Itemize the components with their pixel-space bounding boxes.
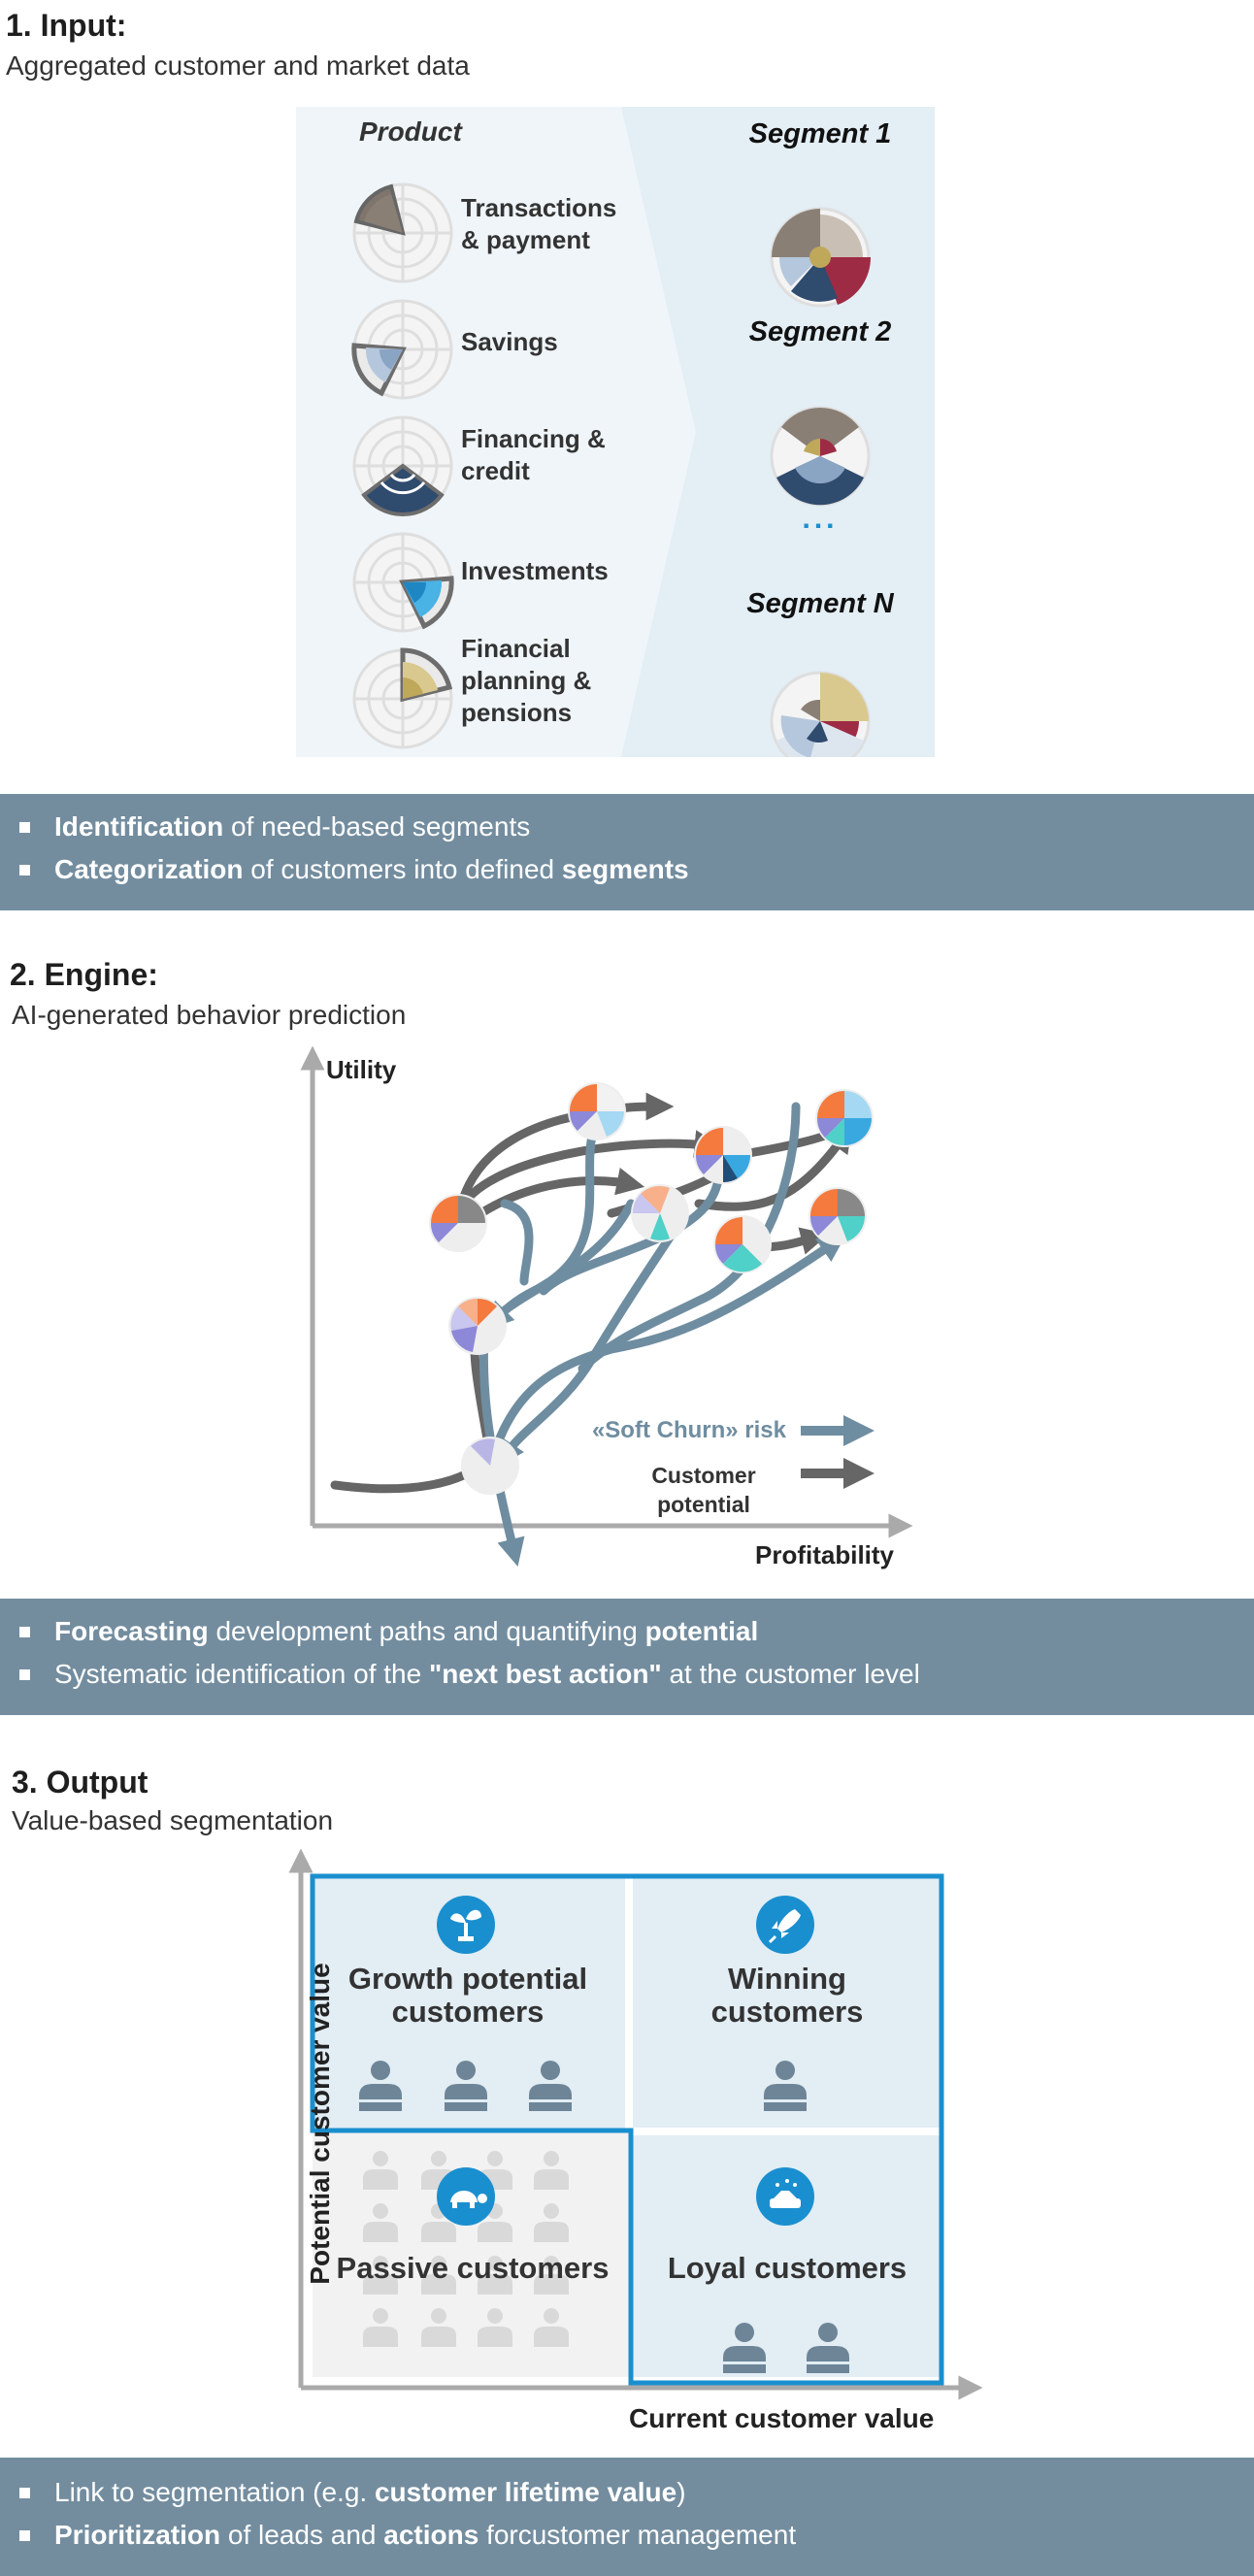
financing-icon bbox=[352, 415, 453, 516]
rocket-icon bbox=[756, 1896, 814, 1954]
segment-n-label: Segment N bbox=[746, 588, 894, 619]
section1-title: 1. Input: bbox=[6, 8, 127, 43]
transactions-icon bbox=[352, 182, 453, 283]
section1-bullet-1: Identification of need-based segments bbox=[0, 806, 1254, 848]
segment-n-icon bbox=[770, 671, 871, 757]
product-label-savings: Savings bbox=[461, 327, 558, 356]
segment-2-icon bbox=[770, 406, 871, 507]
passive-title: Passive customers bbox=[336, 2251, 610, 2285]
input-panel: Product bbox=[296, 107, 935, 757]
section1-summary-band: Identification of need-based segments Ca… bbox=[0, 794, 1254, 910]
engine-nodes bbox=[429, 1082, 874, 1495]
loyal-title: Loyal customers bbox=[667, 2251, 908, 2285]
segment-2-label: Segment 2 bbox=[748, 316, 892, 347]
savings-icon bbox=[351, 299, 453, 400]
product-label-investments: Investments bbox=[461, 556, 609, 585]
section1-subtitle: Aggregated customer and market data bbox=[6, 50, 470, 81]
investments-icon bbox=[352, 532, 454, 633]
handshake-icon bbox=[756, 2167, 814, 2226]
segment-ellipsis: ... bbox=[802, 503, 839, 535]
section2-subtitle: AI-generated behavior prediction bbox=[12, 1000, 407, 1030]
turtle-icon bbox=[437, 2167, 495, 2226]
section1-bullet-2: Categorization of customers into defined… bbox=[0, 848, 1254, 891]
product-header: Product bbox=[359, 116, 462, 147]
product-label-transactions: Transactions & payment bbox=[461, 193, 617, 254]
product-label-financing: Financing & credit bbox=[461, 424, 606, 485]
engine-diagram bbox=[300, 1045, 913, 1567]
section3-bullet-2: Prioritization of leads and actions forc… bbox=[0, 2514, 1254, 2557]
pensions-icon bbox=[352, 647, 453, 749]
section3-summary-band: Link to segmentation (e.g. customer life… bbox=[0, 2458, 1254, 2576]
segment-icons bbox=[770, 207, 872, 757]
section2-bullet-1: Forecasting development paths and quanti… bbox=[0, 1610, 1254, 1653]
growth-title: Growth potential customers bbox=[347, 1962, 588, 2029]
output-x-axis-label: Current customer value bbox=[629, 2403, 935, 2433]
segment-1-icon bbox=[770, 207, 872, 308]
section2-title: 2. Engine: bbox=[10, 957, 158, 992]
legend-potential-label: Customer potential bbox=[651, 1463, 756, 1517]
winning-title: Winning customers bbox=[710, 1962, 864, 2029]
engine-x-axis-label: Profitability bbox=[755, 1540, 895, 1569]
engine-y-axis-label: Utility bbox=[326, 1055, 397, 1084]
product-label-pensions: Financial planning & pensions bbox=[461, 634, 592, 727]
segment-1-label: Segment 1 bbox=[748, 118, 892, 149]
product-icons bbox=[351, 182, 454, 749]
section3-title: 3. Output bbox=[12, 1765, 148, 1800]
section3-subtitle: Value-based segmentation bbox=[12, 1805, 334, 1835]
section2-bullet-2: Systematic identification of the "next b… bbox=[0, 1653, 1254, 1696]
section3-bullet-1: Link to segmentation (e.g. customer life… bbox=[0, 2471, 1254, 2514]
segmentation-matrix bbox=[288, 1849, 983, 2400]
plant-icon bbox=[437, 1896, 495, 1954]
section2-summary-band: Forecasting development paths and quanti… bbox=[0, 1599, 1254, 1715]
output-y-axis-label: Potential customer value bbox=[305, 1963, 335, 2285]
legend-churn-label: «Soft Churn» risk bbox=[591, 1417, 786, 1443]
